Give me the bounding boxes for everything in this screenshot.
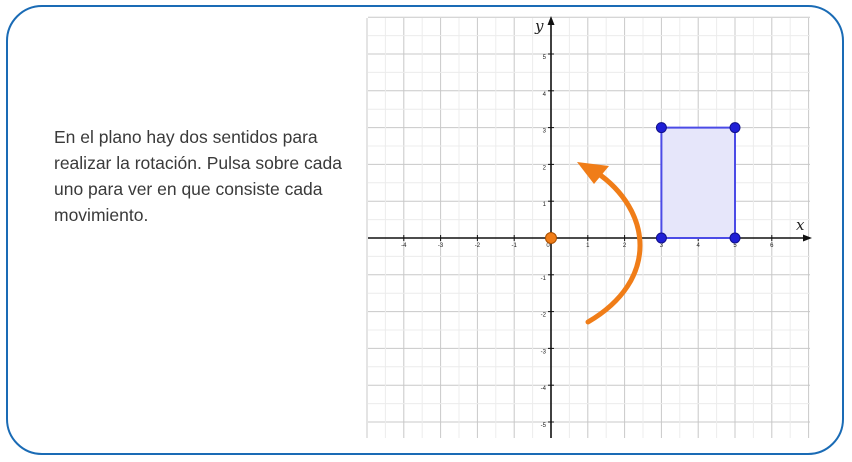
y-axis-arrow-icon — [547, 16, 555, 25]
rectangle-figure — [655, 122, 741, 244]
x-tick-label: 1 — [586, 243, 590, 249]
curved-arrow-icon[interactable] — [577, 162, 609, 184]
y-tick-label: 3 — [543, 129, 547, 135]
y-tick-label: 1 — [543, 202, 547, 208]
x-tick-label: -4 — [401, 243, 407, 249]
x-axis-arrow-icon — [803, 234, 812, 242]
rotation-center — [545, 232, 557, 244]
y-tick-label: -3 — [541, 349, 547, 355]
y-tick-label: -2 — [541, 313, 547, 319]
x-tick-label: 6 — [770, 243, 774, 249]
vertex-point[interactable] — [655, 232, 667, 244]
x-tick-label: 4 — [697, 243, 701, 249]
x-tick-label: 3 — [660, 243, 664, 249]
x-tick-label: 5 — [733, 243, 737, 249]
grid — [366, 16, 810, 438]
y-tick-label: -4 — [541, 386, 547, 392]
x-axis-label: x — [796, 216, 805, 234]
instruction-text: En el plano hay dos sentidos para realiz… — [54, 127, 342, 225]
rectangle-body — [660, 126, 736, 239]
rotation-arrow[interactable] — [577, 162, 643, 325]
x-tick-label: 2 — [623, 243, 627, 249]
y-tick-label: 5 — [543, 55, 547, 61]
x-tick-label: -1 — [512, 243, 518, 249]
x-tick-label: -3 — [438, 243, 444, 249]
vertex-point[interactable] — [729, 122, 741, 134]
x-tick-label: 0 — [546, 243, 550, 249]
tick-labels: -4 -3 -2 -1 0 1 2 3 4 5 6 5 4 3 2 1 -1 -2 -3 -4 -5 — [401, 53, 774, 429]
rotation-center-point — [545, 232, 557, 244]
x-tick-label: -2 — [475, 243, 481, 249]
vertex-point[interactable] — [655, 122, 667, 134]
y-tick-label: -5 — [541, 423, 547, 429]
curved-arrow-shaft[interactable] — [585, 169, 643, 325]
y-axis-label: y — [534, 17, 544, 35]
y-tick-label: -1 — [541, 276, 547, 282]
vertex-point[interactable] — [729, 232, 741, 244]
axes: xy — [368, 16, 812, 438]
y-tick-label: 2 — [543, 165, 547, 171]
y-tick-label: 4 — [543, 92, 547, 98]
